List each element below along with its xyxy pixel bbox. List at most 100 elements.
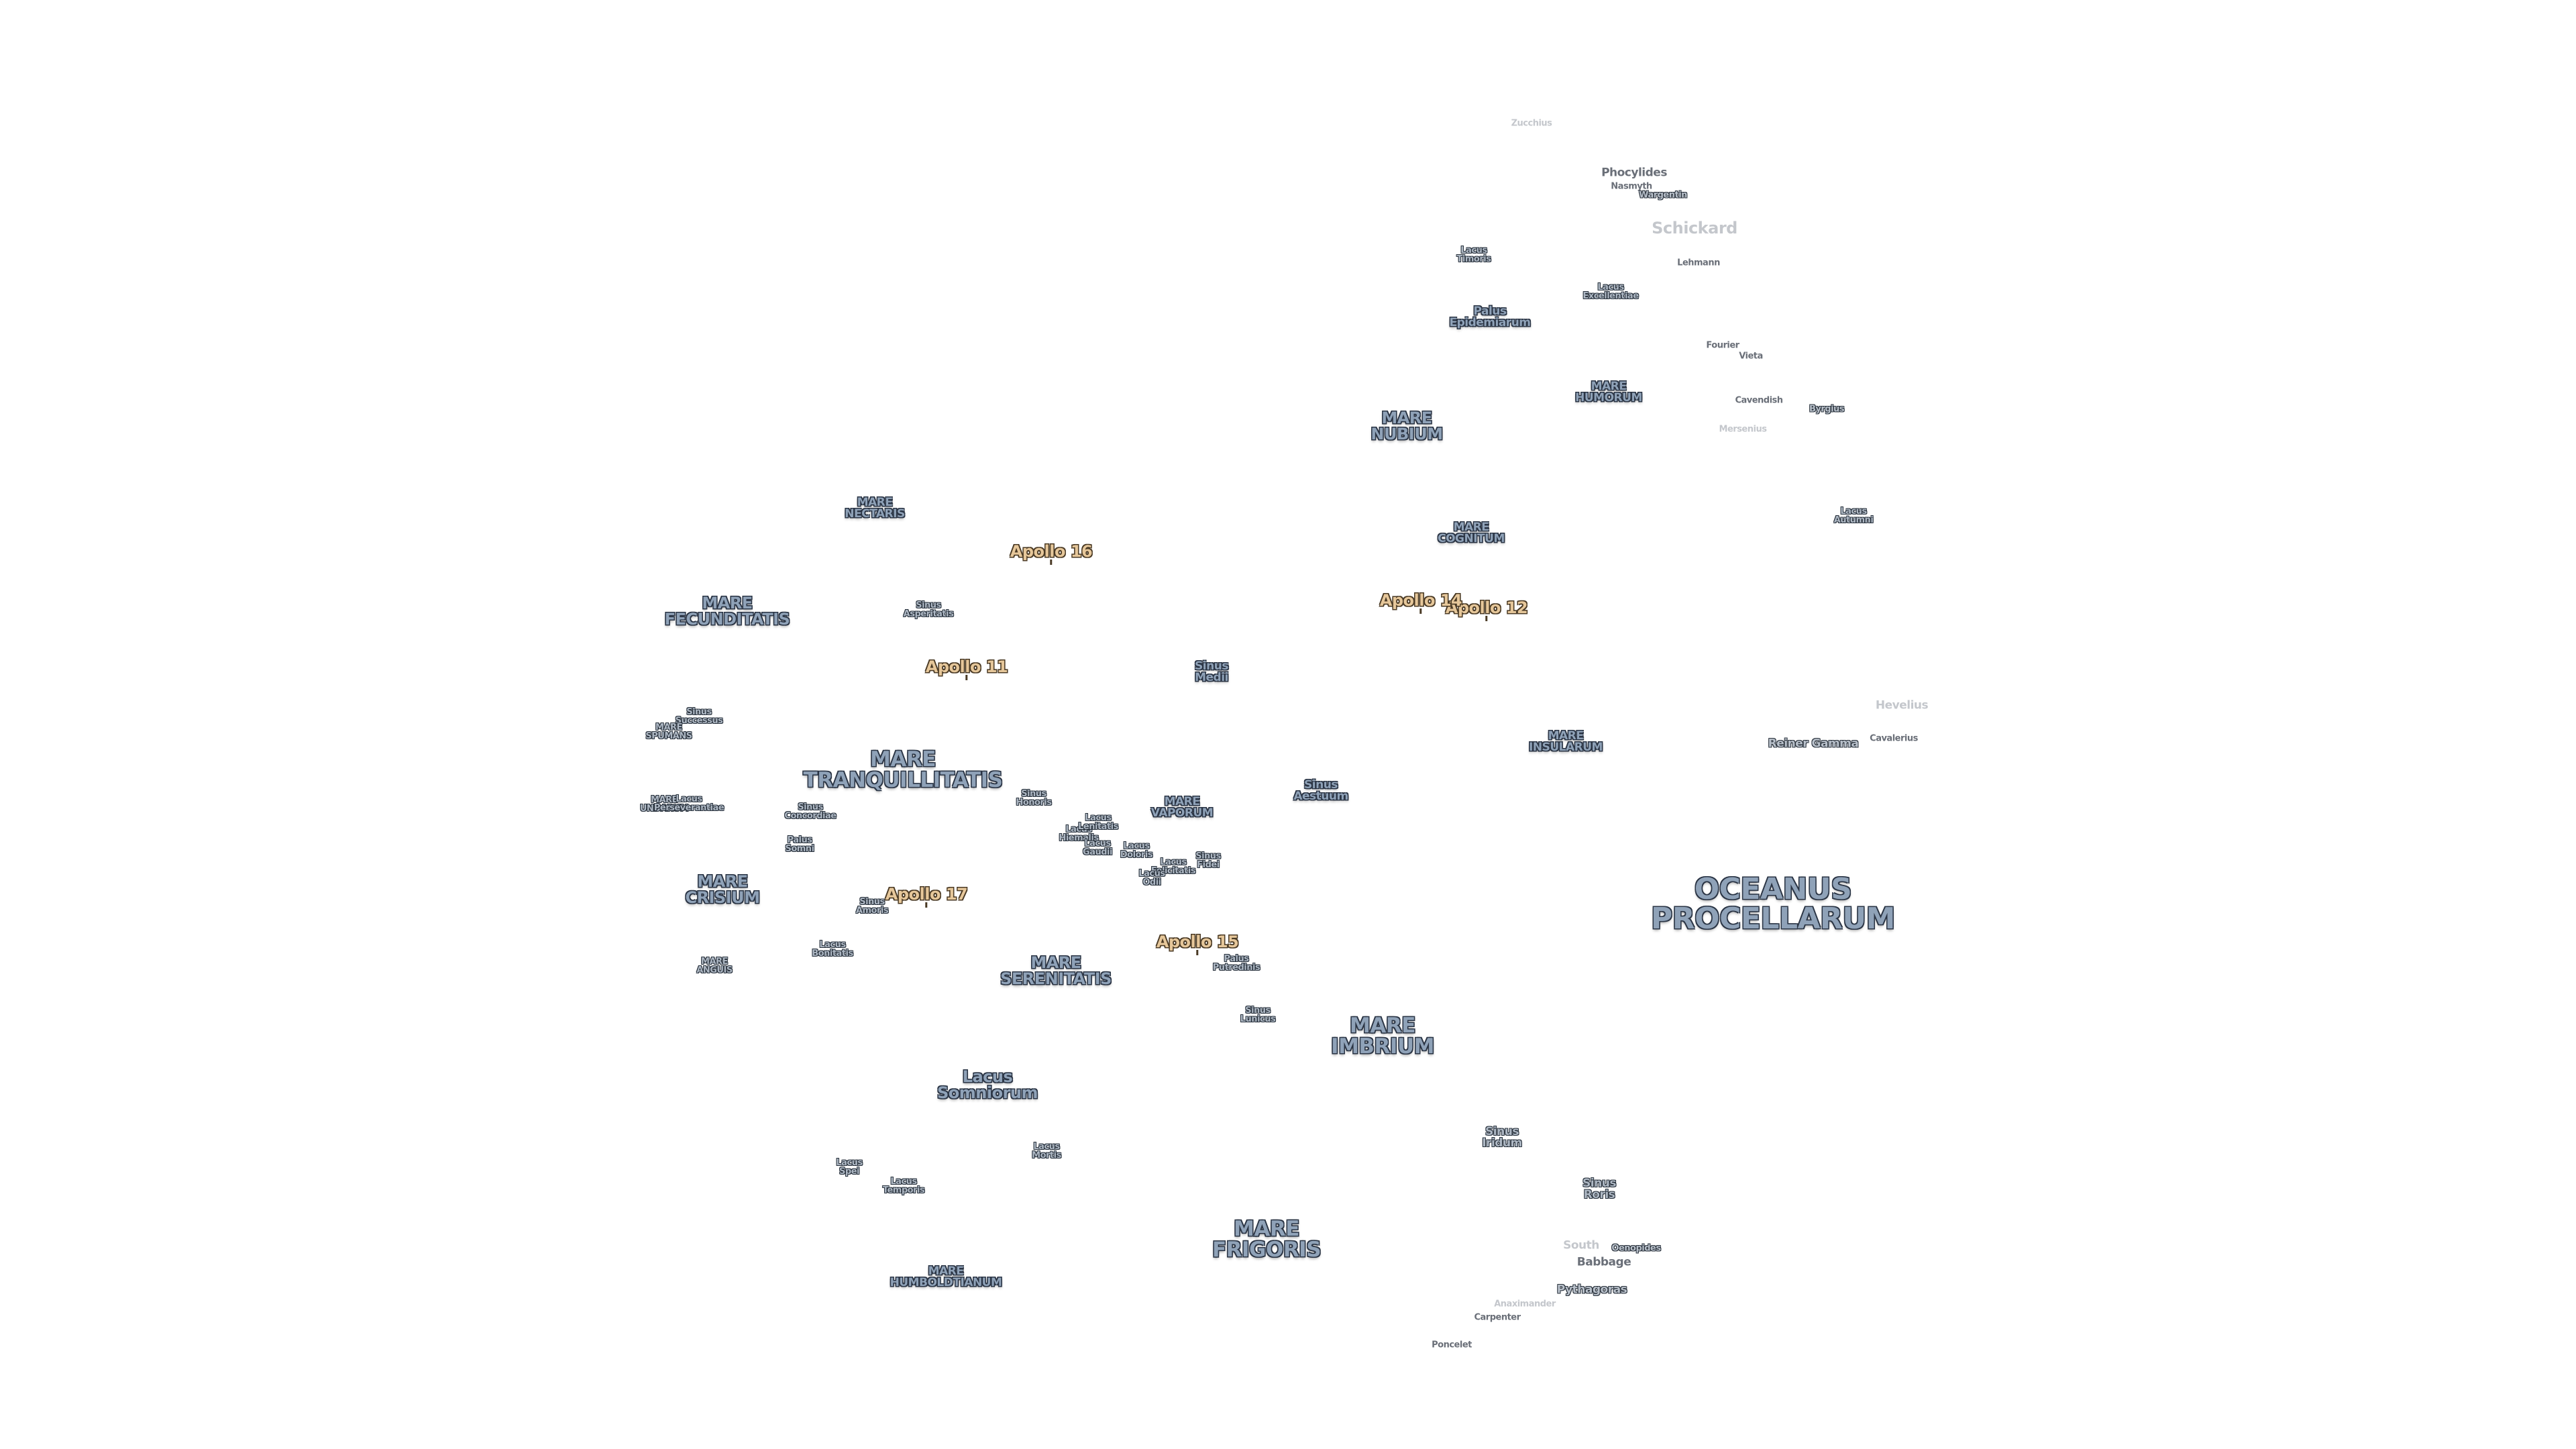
map-label-text: NECTARIS <box>845 507 905 521</box>
map-label-text: Nasmyth <box>1611 181 1652 192</box>
map-label-cavalerius[interactable]: Cavalerius <box>1870 735 1918 743</box>
map-label-text: Sinus <box>1195 659 1228 673</box>
map-label-byrgius[interactable]: Byrgius <box>1809 404 1845 415</box>
map-label-text: Sinus <box>916 600 941 610</box>
map-label-lehmann[interactable]: Lehmann <box>1677 259 1720 268</box>
map-label-schickard[interactable]: Schickard <box>1652 220 1737 236</box>
map-label-text: Palus <box>1473 305 1507 318</box>
map-label-text: Lacus <box>1065 824 1092 835</box>
map-label-text: Asperitatis <box>903 609 954 619</box>
landing-site-apollo-16[interactable]: Apollo 16 <box>1010 543 1093 559</box>
map-label-text: Somniorum <box>936 1083 1038 1102</box>
map-label-text: Sinus <box>1582 1177 1616 1190</box>
map-label-babbage[interactable]: Babbage <box>1577 1256 1631 1269</box>
map-label-south[interactable]: South <box>1563 1240 1599 1252</box>
map-label-nasmyth[interactable]: Nasmyth <box>1611 182 1652 191</box>
map-label-text: HUMORUM <box>1575 391 1642 405</box>
map-label-carpenter[interactable]: Carpenter <box>1474 1313 1521 1322</box>
map-label-text: Mersenius <box>1719 424 1767 435</box>
map-label-poncelet[interactable]: Poncelet <box>1432 1341 1472 1350</box>
map-label-pythagoras[interactable]: Pythagoras <box>1557 1284 1627 1296</box>
map-label-text: Fourier <box>1706 340 1739 351</box>
map-label-mersenius[interactable]: Mersenius <box>1719 425 1767 434</box>
map-label-text: Spei <box>839 1167 859 1177</box>
map-label-hevelius[interactable]: Hevelius <box>1876 700 1929 712</box>
map-label-text: IMBRIUM <box>1331 1034 1434 1059</box>
landing-site-apollo-15[interactable]: Apollo 15 <box>1157 934 1239 950</box>
map-label-text: Oenopides <box>1611 1243 1661 1254</box>
map-label-vieta[interactable]: Vieta <box>1739 352 1763 361</box>
map-label-phocylides[interactable]: Phocylides <box>1601 167 1667 179</box>
map-label-text: MARE <box>651 795 678 805</box>
map-label-reiner-gamma[interactable]: Reiner Gamma <box>1768 738 1859 750</box>
map-label-oenopides[interactable]: Oenopides <box>1611 1243 1661 1254</box>
landing-site-apollo-17[interactable]: Apollo 17 <box>885 885 968 904</box>
map-label-fourier[interactable]: Fourier <box>1706 341 1739 350</box>
map-label-anaximander[interactable]: Anaximander <box>1494 1300 1556 1309</box>
map-label-wargentin[interactable]: Wargentin <box>1639 191 1687 200</box>
map-label-text: Apollo 14 <box>1379 591 1462 610</box>
map-label-text: PROCELLARUM <box>1651 902 1895 936</box>
map-label-text: Lacus <box>1123 841 1150 851</box>
map-label-text: Honoris <box>1016 798 1052 808</box>
map-label-text: MARE <box>1234 1217 1299 1241</box>
map-label-text: Bonitatis <box>812 949 853 959</box>
map-label-zucchius[interactable]: Zucchius <box>1511 119 1552 128</box>
map-label-text: Apollo 17 <box>885 885 968 904</box>
map-label-text: Byrgius <box>1809 404 1845 415</box>
landing-site-apollo-14[interactable]: Apollo 14 <box>1380 592 1462 608</box>
map-label-cavendish[interactable]: Cavendish <box>1735 396 1783 405</box>
map-label-text: Doloris <box>1120 850 1153 860</box>
landing-site-apollo-11[interactable]: Apollo 11 <box>926 659 1008 675</box>
map-label-text: Lenitatis <box>1078 822 1118 832</box>
map-label-text: OCEANUS <box>1694 872 1852 906</box>
